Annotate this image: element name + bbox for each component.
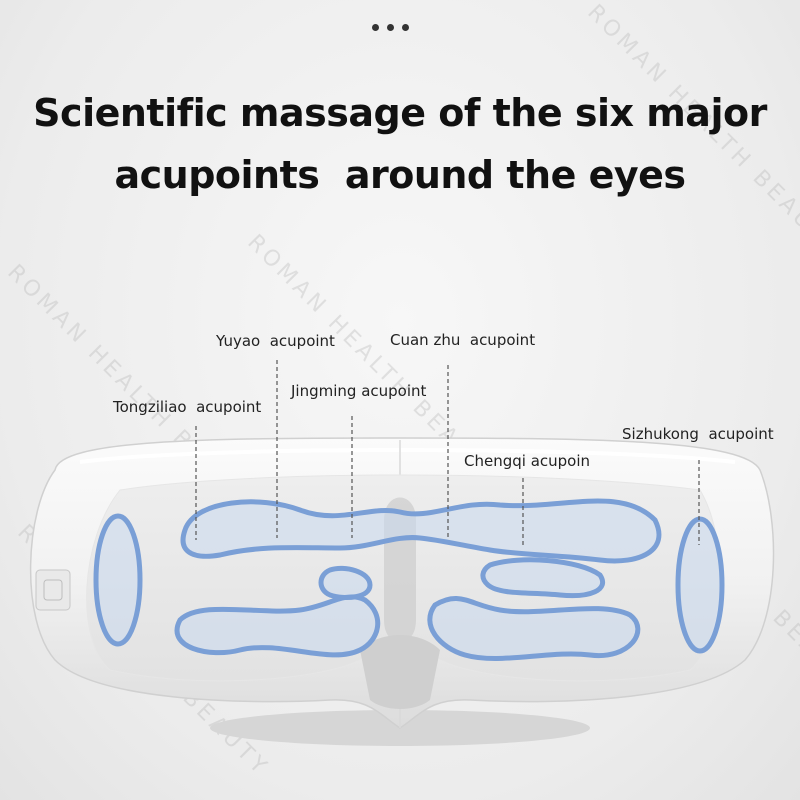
- label-tongziliao: Tongziliao acupoint: [113, 398, 262, 416]
- middle-airbag-left: [318, 565, 373, 600]
- nose-cutout: [360, 635, 440, 709]
- lower-airbag-left: [174, 594, 381, 658]
- label-yuyao: Yuyao acupoint: [216, 332, 335, 350]
- label-chengqi: Chengqi acupoin: [464, 452, 591, 470]
- device-top-rim: [79, 448, 736, 464]
- lower-airbag-right: [427, 596, 641, 662]
- temple-airbag-left: [93, 513, 143, 647]
- menu-dots-icon[interactable]: [372, 24, 409, 31]
- headline-line-1: Scientific massage of the six major: [33, 91, 767, 135]
- headline-line-2: acupoints around the eyes: [114, 153, 686, 197]
- label-cuanzhu: Cuan zhu acupoint: [390, 331, 536, 349]
- page-title: Scientific massage of the six major acup…: [0, 82, 800, 206]
- label-jingming: Jingming acupoint: [291, 382, 427, 400]
- middle-airbag-right: [480, 557, 605, 599]
- brow-airbag: [180, 498, 662, 564]
- power-button-icon[interactable]: [35, 569, 71, 611]
- label-sizhukong: Sizhukong acupoint: [622, 425, 774, 443]
- temple-airbag-right: [675, 516, 725, 654]
